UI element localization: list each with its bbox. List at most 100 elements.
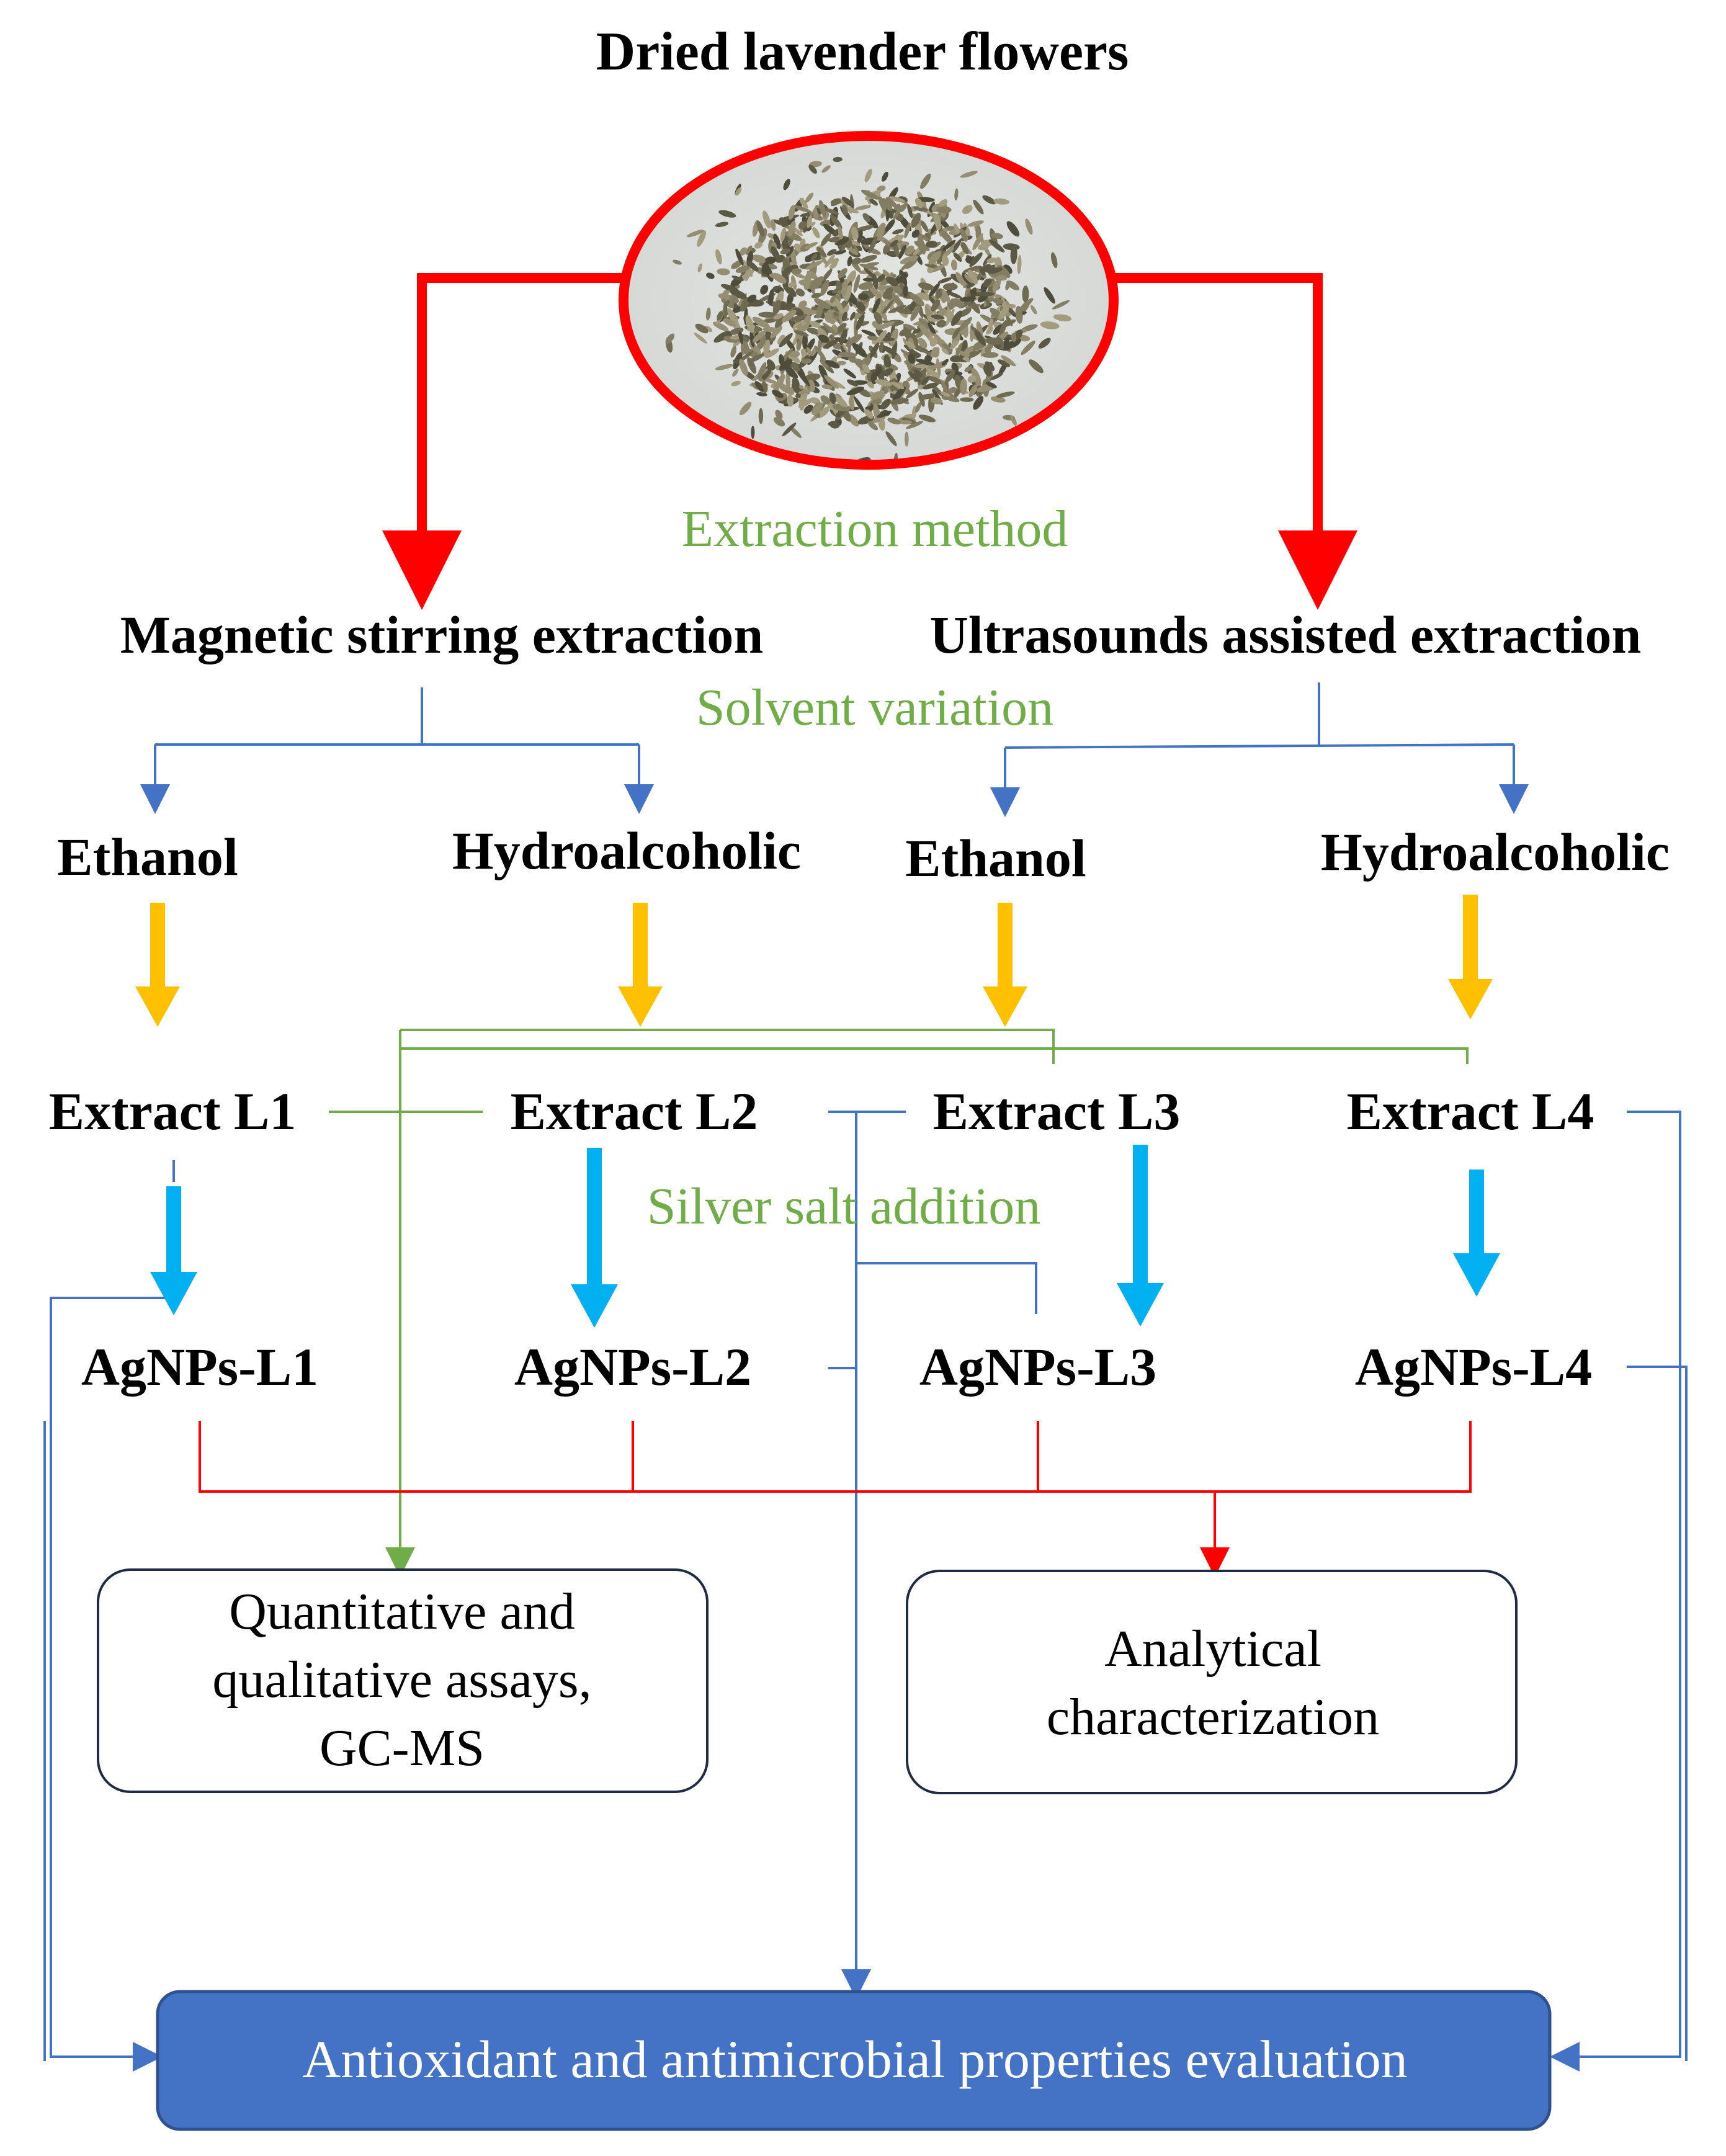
lavender-seed xyxy=(890,328,898,347)
lavender-seed xyxy=(686,230,704,238)
lavender-seed xyxy=(846,387,864,396)
lavender-seed xyxy=(752,330,766,343)
lavender-seed xyxy=(766,372,774,380)
assays-line-2: qualitative assays, xyxy=(212,1651,591,1709)
lavender-seed xyxy=(907,204,913,218)
lavender-seed xyxy=(885,219,895,232)
lavender-seed xyxy=(936,206,952,214)
lavender-seed xyxy=(913,328,922,334)
lavender-seed xyxy=(883,354,892,369)
lavender-seed xyxy=(1053,314,1072,321)
lavender-seed xyxy=(996,391,1015,398)
lavender-seed xyxy=(831,199,841,207)
lavender-seed xyxy=(746,245,753,256)
lavender-seed xyxy=(673,259,682,265)
lavender-seed xyxy=(891,382,905,390)
lavender-seed xyxy=(829,421,840,429)
lavender-seed xyxy=(861,189,879,200)
lavender-seed xyxy=(926,240,937,248)
lavender-seed xyxy=(957,350,972,359)
lavender-seed xyxy=(903,323,916,331)
lavender-seed xyxy=(875,379,892,387)
lavender-seed xyxy=(879,341,884,353)
lavender-seed xyxy=(883,368,893,377)
lavender-seed xyxy=(964,346,976,354)
lavender-seed xyxy=(985,338,1004,345)
lavender-seed xyxy=(890,398,909,405)
lavender-seed xyxy=(771,390,784,398)
lavender-seed xyxy=(890,293,905,308)
lavender-seed xyxy=(764,378,777,383)
lavender-seed xyxy=(792,363,800,373)
lavender-seed xyxy=(990,372,1003,380)
lavender-seed xyxy=(864,409,874,419)
lavender-seed xyxy=(731,260,743,269)
lavender-seed xyxy=(730,289,747,299)
lavender-seed xyxy=(820,233,831,247)
lavender-seed xyxy=(928,251,941,265)
magnetic-stirring-label: Magnetic stirring extraction xyxy=(120,605,763,664)
lavender-seed xyxy=(882,171,888,182)
lavender-seed xyxy=(959,296,977,302)
lavender-seed xyxy=(881,198,893,211)
lavender-seed xyxy=(888,196,906,203)
lavender-seed xyxy=(954,188,959,201)
lavender-seed xyxy=(877,330,887,342)
lavender-seed xyxy=(739,359,748,376)
lavender-seed xyxy=(988,239,1005,253)
lavender-seed xyxy=(920,173,931,189)
lavender-seed xyxy=(962,205,973,214)
lavender-seed xyxy=(918,393,936,400)
lavender-seed xyxy=(768,290,774,306)
lavender-seed xyxy=(748,353,765,363)
lavender-seed xyxy=(818,334,829,343)
lavender-seed xyxy=(735,248,744,266)
analytical-line-2: characterization xyxy=(1047,1688,1379,1746)
lavender-seed xyxy=(941,254,949,266)
lavender-seed xyxy=(747,261,759,272)
lavender-seed xyxy=(905,341,916,349)
lavender-seed xyxy=(834,298,844,315)
lavender-seed xyxy=(928,296,936,304)
lavender-seed xyxy=(954,223,960,234)
lavender-seed xyxy=(773,313,784,320)
lavender-seed xyxy=(905,245,914,255)
lavender-seed xyxy=(859,263,879,271)
lavender-seed xyxy=(697,263,703,272)
lavender-seed xyxy=(838,268,847,279)
lavender-seed xyxy=(955,342,963,357)
lavender-seed xyxy=(835,280,843,291)
lavender-seed xyxy=(884,290,893,300)
lavender-seed xyxy=(809,321,821,328)
lavender-seed xyxy=(820,279,829,296)
lavender-seed xyxy=(875,366,882,377)
lavender-seed xyxy=(903,284,908,297)
lavender-seed xyxy=(1050,252,1058,269)
lavender-seed xyxy=(911,212,921,228)
lavender-seed xyxy=(772,300,781,315)
lavender-seed xyxy=(749,331,755,347)
lavender-seed xyxy=(715,249,722,265)
lavender-seed xyxy=(1001,296,1008,314)
yellow-arrows xyxy=(135,895,1493,1027)
lavender-seed xyxy=(794,243,803,253)
lavender-seed xyxy=(765,348,779,359)
lavender-seed xyxy=(885,276,898,287)
lavender-seed xyxy=(781,310,797,323)
agnps-l3: AgNPs-L3 xyxy=(919,1337,1156,1397)
lavender-seed xyxy=(773,233,781,249)
lavender-seed xyxy=(990,396,1006,403)
lavender-seed xyxy=(803,373,821,382)
lavender-seed xyxy=(844,285,852,302)
lavender-seed xyxy=(879,308,888,321)
lavender-seed xyxy=(785,371,790,391)
solvent-hydroalcoholic-2: Hydroalcoholic xyxy=(1321,822,1670,882)
lavender-seed xyxy=(940,379,948,393)
lavender-seed xyxy=(808,276,825,290)
lavender-seed xyxy=(841,311,847,322)
lavender-seed xyxy=(785,366,796,378)
lavender-seed xyxy=(910,293,924,306)
lavender-seed xyxy=(744,269,751,282)
lavender-seed xyxy=(739,401,752,416)
